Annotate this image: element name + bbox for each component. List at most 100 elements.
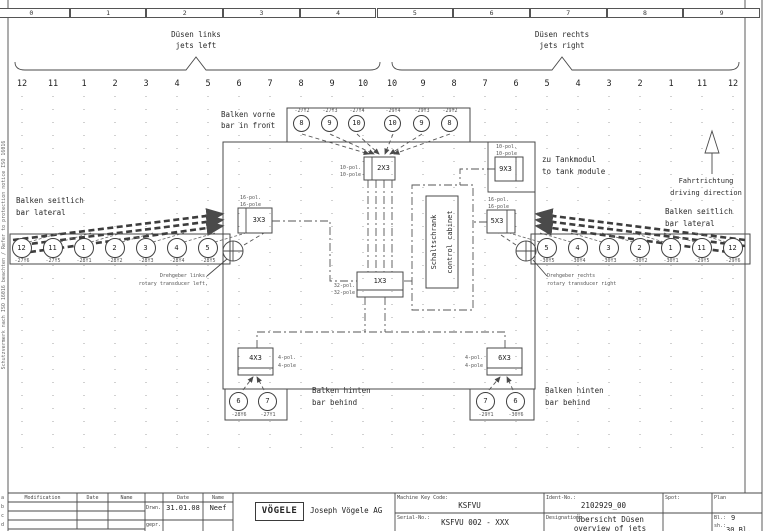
bar-behind-left-label-de: Balken hinten <box>312 386 371 395</box>
driving-direction-arrow <box>704 129 720 174</box>
valve-leader <box>539 232 572 243</box>
ident-no-value: 2102929_00 <box>580 501 627 510</box>
ruler-cell: 8 <box>606 8 684 18</box>
valve-front: 10 <box>348 115 365 132</box>
group-brackets <box>14 56 740 71</box>
valve-lateral-right: 12 <box>722 237 743 258</box>
valve-tag: -27Y4 <box>349 108 365 114</box>
zone-letter: a <box>1 495 5 501</box>
jet-number-right: 4 <box>575 79 581 89</box>
valve-tag: -29Y3 <box>414 108 430 114</box>
behind-jet-leaders <box>242 376 514 391</box>
valve-behind-right: 7 <box>476 392 495 411</box>
jet-number-right: 2 <box>637 79 643 89</box>
protection-notice: Schutzvermerk nach ISO 16016 beachten / … <box>1 140 7 370</box>
pin-2x3-de: 10-pol. <box>339 165 361 171</box>
rotary-right-label-de: Drehgeber rechts <box>547 273 596 279</box>
driving-direction-label-en: driving direction <box>670 189 742 197</box>
machine-key-value: KSFVU <box>458 501 481 510</box>
jet-number-left: 4 <box>174 79 180 89</box>
modification-header: Name <box>120 495 133 501</box>
valve-lateral-right: 5 <box>536 237 557 258</box>
valve-tag: -29Y5 <box>694 258 710 264</box>
valve-lateral-left: 1 <box>73 237 94 258</box>
valve-front: 9 <box>321 115 338 132</box>
jet-number-right: 5 <box>544 79 550 89</box>
valve-behind-left: 7 <box>258 392 277 411</box>
sheet-label: Bl.: <box>714 515 727 521</box>
valve-tag: -30Y3 <box>601 258 617 264</box>
valve-lateral-right: 1 <box>660 237 681 258</box>
jet-number-right: 6 <box>513 79 519 89</box>
jet-number-right: 7 <box>482 79 488 89</box>
modification-header: Modification <box>24 495 61 501</box>
jet-number-right: 9 <box>420 79 426 89</box>
drawn-name: Neef <box>209 504 227 512</box>
valve-tag: -29Y2 <box>442 108 458 114</box>
bar-front-label-en: bar in front <box>221 121 276 130</box>
valve-tag: -28Y5 <box>200 258 216 264</box>
valve-leader <box>152 232 185 243</box>
jets-right-title-de: Düsen rechts <box>534 30 590 39</box>
valve-behind-left: 6 <box>229 392 248 411</box>
valve-tag: -28Y3 <box>138 258 154 264</box>
valve-tag: -29Y1 <box>478 412 494 418</box>
valve-tag: -30Y5 <box>539 258 555 264</box>
jet-number-left: 6 <box>236 79 242 89</box>
pin-5x3-en: 16-pole <box>488 204 510 210</box>
valve-tag: -29Y4 <box>385 108 401 114</box>
valve-tag: -28Y2 <box>107 258 123 264</box>
jet-number-left: 10 <box>357 79 369 89</box>
valve-lateral-left: 4 <box>166 237 187 258</box>
valve-front: 10 <box>384 115 401 132</box>
sheet-total: 30 Bl. <box>726 526 752 531</box>
valve-lateral-left: 5 <box>197 237 218 258</box>
page-frame <box>7 0 763 531</box>
pin-9x3-en: 10-pole <box>496 151 518 157</box>
bar-front-label-de: Balken vorne <box>221 110 276 119</box>
valve-tag: -28Y1 <box>76 258 92 264</box>
valve-tag: -27Y1 <box>260 412 276 418</box>
jet-number-right: 1 <box>668 79 674 89</box>
valve-tag: -27Y6 <box>14 258 30 264</box>
bar-lateral-right-label-en: bar lateral <box>665 219 715 228</box>
valve-leader <box>28 232 61 243</box>
connector-boxes <box>237 156 524 376</box>
drawn-label: Drwn. <box>146 505 162 511</box>
vogele-logo: VÖGELE <box>255 502 304 521</box>
bar-behind-right-label-de: Balken hinten <box>545 386 604 395</box>
valve-tag: -27Y3 <box>322 108 338 114</box>
jet-number-right: 10 <box>386 79 398 89</box>
jet-number-left: 1 <box>81 79 87 89</box>
bar-lateral-right-label-de: Balken seitlich <box>665 207 733 216</box>
title-block-lines <box>8 492 762 531</box>
valve-leader <box>508 232 541 243</box>
valve-tag: -27Y2 <box>294 108 310 114</box>
valve-front: 8 <box>441 115 458 132</box>
pin-1x3-en: 32-pole <box>333 290 355 296</box>
control-cabinet-box <box>411 184 474 311</box>
valve-lateral-right: 2 <box>629 237 650 258</box>
zone-letter: d <box>1 522 5 528</box>
jet-number-left: 2 <box>112 79 118 89</box>
jet-number-left: 3 <box>143 79 149 89</box>
zone-letter: c <box>1 513 5 519</box>
valve-tag: -30Y1 <box>663 258 679 264</box>
valve-tag: -27Y5 <box>45 258 61 264</box>
jet-number-left: 9 <box>329 79 335 89</box>
serial-no-label: Serial-No.: <box>397 515 431 521</box>
rotary-right-label-en: rotary transducer right <box>547 281 617 287</box>
valve-behind-right: 6 <box>506 392 525 411</box>
pin-2x3-en: 10-pole <box>339 172 361 178</box>
valve-lateral-right: 3 <box>598 237 619 258</box>
bar-behind-right-label-en: bar behind <box>545 398 591 407</box>
valve-leader <box>694 232 727 243</box>
ruler-cell: 6 <box>453 8 530 18</box>
ruler-cell: 0 <box>0 8 70 18</box>
valve-lateral-left: 3 <box>135 237 156 258</box>
zone-letter: b <box>1 504 5 510</box>
ruler-cell: 4 <box>299 8 377 18</box>
name-header: Name <box>211 495 225 501</box>
valve-leader <box>59 232 92 243</box>
valve-leader <box>632 232 665 243</box>
